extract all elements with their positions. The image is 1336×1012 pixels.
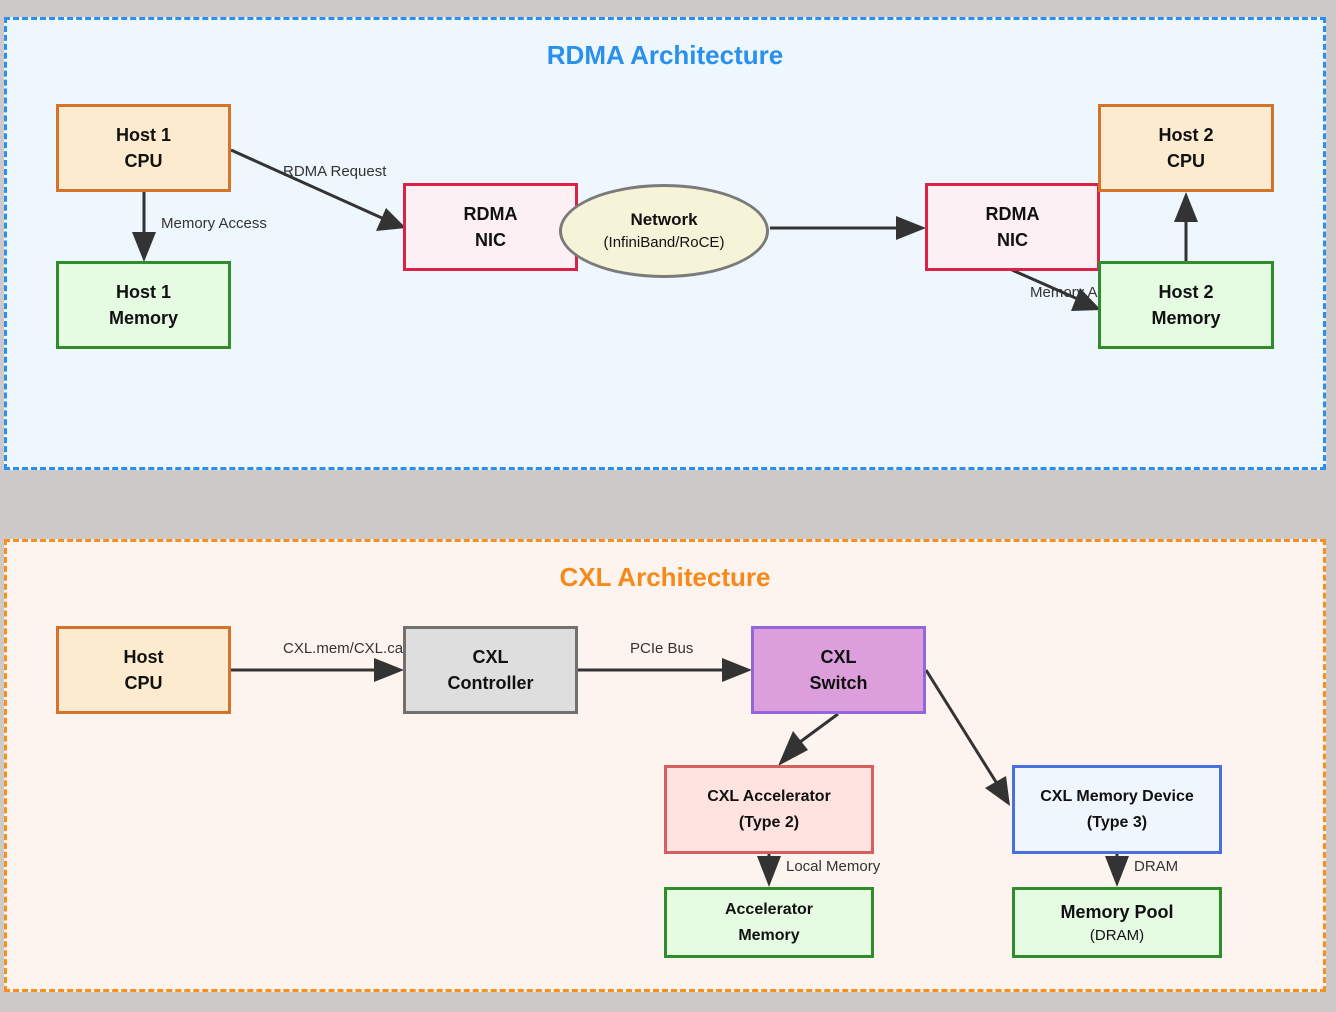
node-label: Host 1 xyxy=(115,282,171,302)
node-label: Switch xyxy=(809,673,868,693)
node-label: Accelerator xyxy=(724,900,814,918)
cxl-switch-node: CXL Switch xyxy=(751,626,926,714)
rdma-panel-title: RDMA Architecture xyxy=(546,40,784,70)
node-label: NIC xyxy=(997,230,1028,250)
accelerator-memory-node: Accelerator Memory xyxy=(664,887,874,958)
node-label: Memory xyxy=(738,926,800,944)
node-label: Controller xyxy=(447,673,534,693)
cxl-controller-node: CXL Controller xyxy=(403,626,578,714)
cxl-memory-device-node: CXL Memory Device (Type 3) xyxy=(1012,765,1222,854)
node-label: Memory Pool xyxy=(1060,901,1174,922)
node-label: CXL Memory Device xyxy=(1040,787,1194,805)
node-label: NIC xyxy=(475,230,506,250)
node-sublabel: (DRAM) xyxy=(1089,926,1145,944)
node-label: CPU xyxy=(124,673,163,693)
host1-cpu-node: Host 1 CPU xyxy=(56,104,231,192)
node-label: CXL Accelerator xyxy=(707,787,831,805)
memory-pool-node: Memory Pool (DRAM) xyxy=(1012,887,1222,958)
network-node: Network (InfiniBand/RoCE) xyxy=(559,184,769,278)
host2-cpu-node: Host 2 CPU xyxy=(1098,104,1274,192)
node-label: CPU xyxy=(124,151,163,171)
rdma-nic-1-node: RDMA NIC xyxy=(403,183,578,271)
node-label: CXL xyxy=(472,647,509,667)
host1-memory-node: Host 1 Memory xyxy=(56,261,231,349)
host2-memory-node: Host 2 Memory xyxy=(1098,261,1274,349)
node-label: Host 2 xyxy=(1158,125,1214,145)
node-label: Network xyxy=(630,210,698,229)
node-label: Host 1 xyxy=(115,125,171,145)
host-cpu-node: Host CPU xyxy=(56,626,231,714)
node-label: (Type 2) xyxy=(738,813,800,831)
node-label: (Type 3) xyxy=(1086,813,1148,831)
node-label: CPU xyxy=(1166,151,1205,171)
node-label: Host 2 xyxy=(1158,282,1214,302)
node-sublabel: (InfiniBand/RoCE) xyxy=(603,234,725,251)
rdma-nic-2-node: RDMA NIC xyxy=(925,183,1100,271)
cxl-panel-title: CXL Architecture xyxy=(559,562,771,592)
node-label: Memory xyxy=(108,308,179,328)
node-label: RDMA xyxy=(985,204,1040,224)
node-label: CXL xyxy=(820,647,857,667)
cxl-accelerator-node: CXL Accelerator (Type 2) xyxy=(664,765,874,854)
node-label: Memory xyxy=(1151,308,1221,328)
node-label: RDMA xyxy=(463,204,518,224)
node-label: Host xyxy=(123,647,164,667)
